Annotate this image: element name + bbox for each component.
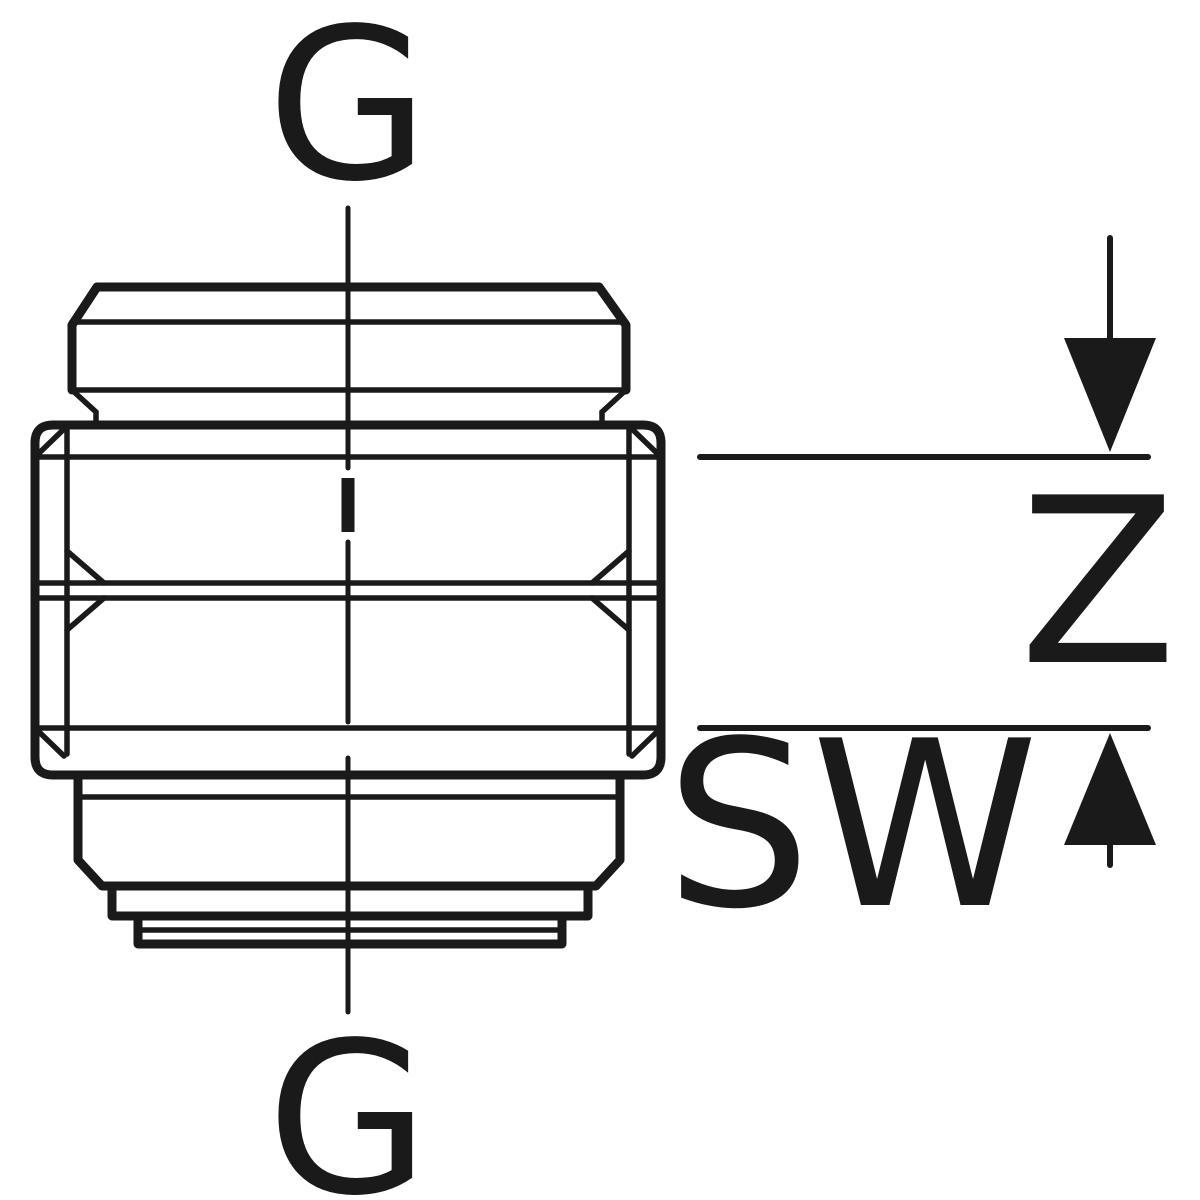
hex-bottom-right-chamfer [629,725,664,759]
up-arrow-icon [1064,733,1156,868]
hex-top-left-chamfer [32,426,67,460]
top-thread-section [67,282,631,428]
hex-top-right-chamfer [629,426,664,460]
hex-nut-outline [30,420,666,780]
top-thread-left-chamfer [69,387,99,428]
top-thread-label: G [267,0,430,228]
bottom-thread-label: G [267,997,430,1200]
labels: G G Z SW [267,0,1177,1200]
sw-dimension-label: SW [665,693,1038,960]
upper-facet-left-bevel [64,548,107,586]
bottom-thread-outline [73,770,625,891]
top-thread-right-chamfer [599,387,629,428]
z-dimension-label: Z [1019,450,1177,717]
hex-nut-section [30,420,666,780]
dimension-annotations [697,235,1156,868]
lower-facet-left-bevel [64,595,107,633]
bottom-thread-section [73,770,625,949]
upper-facet-right-bevel [589,548,632,586]
lower-facet-right-bevel [589,595,632,633]
down-arrow-icon [1064,235,1156,452]
bottom-ring-outline [107,881,593,921]
top-thread-outline [67,282,631,395]
hex-bottom-left-chamfer [32,725,67,759]
down-arrow-head [1064,338,1156,452]
up-arrow-head [1064,733,1156,845]
fitting-body [30,282,666,949]
